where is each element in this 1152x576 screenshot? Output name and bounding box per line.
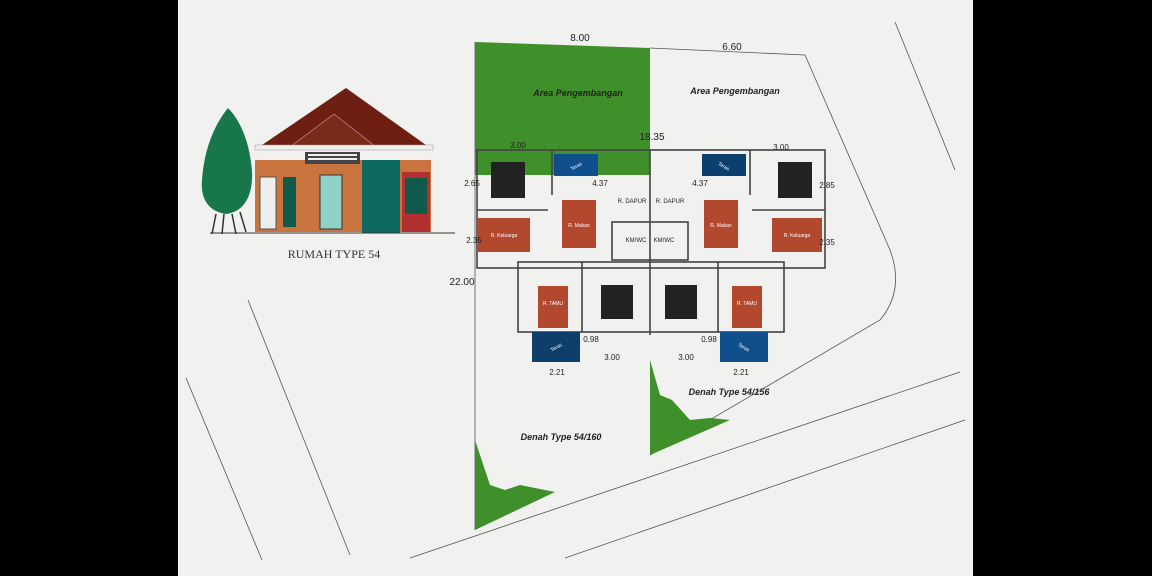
green-corner-left — [475, 440, 555, 530]
dim: 2.85 — [819, 181, 835, 190]
floor-plan: Teras Teras Teras Teras R. DAPUR R. DAPU… — [476, 149, 826, 362]
bed-icon — [665, 285, 697, 319]
room-label-makan: R. Makan — [710, 223, 732, 229]
room-label-keluarga: R. Keluarga — [491, 233, 518, 239]
area-label-right: Area Pengembangan — [689, 86, 780, 96]
dim-top-right: 6.60 — [722, 42, 742, 53]
dim: 2.35 — [466, 236, 482, 245]
room-label-dapur: R. DAPUR — [618, 199, 647, 205]
teras-label: Teras — [737, 342, 751, 354]
dim-depth: 18.35 — [639, 132, 664, 143]
dim: 2.65 — [464, 179, 480, 188]
dim: 4.37 — [592, 179, 608, 188]
dim: 0.98 — [583, 335, 599, 344]
dim: 2.35 — [819, 238, 835, 247]
dim-side: 22.00 — [449, 277, 474, 288]
plan-label-left: Denah Type 54/160 — [521, 432, 602, 442]
teras-label: Teras — [570, 161, 584, 173]
teras-label: Teras — [550, 342, 564, 354]
bed-icon — [601, 285, 633, 319]
room-label-kmwc: KM/WC — [654, 238, 675, 244]
room-label-kmwc: KM/WC — [626, 238, 647, 244]
area-label-left: Area Pengembangan — [532, 88, 623, 98]
dim-top-left: 8.00 — [570, 33, 590, 44]
dim: 0.98 — [701, 335, 717, 344]
dim: 2.21 — [549, 368, 565, 377]
bed-icon — [491, 162, 525, 198]
dim: 3.00 — [510, 141, 526, 150]
house-elevation: RUMAH TYPE 54 — [201, 88, 455, 261]
plan-label-right: Denah Type 54/156 — [689, 387, 771, 397]
room-label-tamu: R. TAMU — [737, 301, 757, 307]
tree-icon — [201, 108, 253, 235]
elevation-title: RUMAH TYPE 54 — [288, 247, 380, 261]
bed-icon — [778, 162, 812, 198]
green-development-area-left — [475, 42, 650, 175]
dimension-labels: 8.00 6.60 18.35 22.00 3.00 3.00 2.65 2.8… — [449, 33, 835, 377]
room-label-keluarga: R. Keluarga — [784, 233, 811, 239]
green-corner-right — [650, 360, 730, 455]
dim: 3.00 — [678, 353, 694, 362]
dim: 2.21 — [733, 368, 749, 377]
dim: 4.37 — [692, 179, 708, 188]
dim: 3.00 — [604, 353, 620, 362]
dim: 3.00 — [773, 143, 789, 152]
room-label-dapur: R. DAPUR — [656, 199, 685, 205]
room-label-tamu: R. TAMU — [543, 301, 563, 307]
teras-label: Teras — [717, 161, 731, 173]
room-label-makan: R. Makan — [568, 223, 590, 229]
